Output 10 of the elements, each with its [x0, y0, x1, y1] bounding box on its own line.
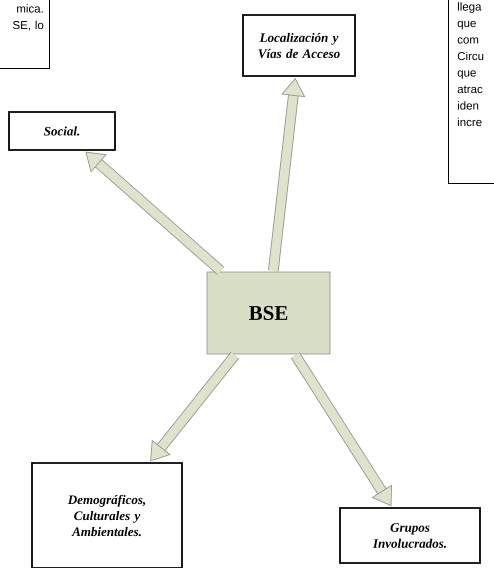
box-node: Grupos Involucrados. — [339, 507, 481, 564]
block-arrow — [290, 352, 392, 506]
text-box: llega que com Circu que atrac iden incre — [448, 0, 494, 184]
text-box: mica. SE, lo — [0, 0, 50, 69]
box-node: Demográficos, Culturales y Ambientales. — [31, 462, 183, 568]
box-node: Localización y Vías de Acceso — [242, 14, 356, 77]
block-arrow — [85, 152, 224, 275]
block-arrow — [150, 352, 240, 462]
center-box: BSE — [206, 272, 330, 354]
box-node: Social. — [8, 111, 116, 151]
